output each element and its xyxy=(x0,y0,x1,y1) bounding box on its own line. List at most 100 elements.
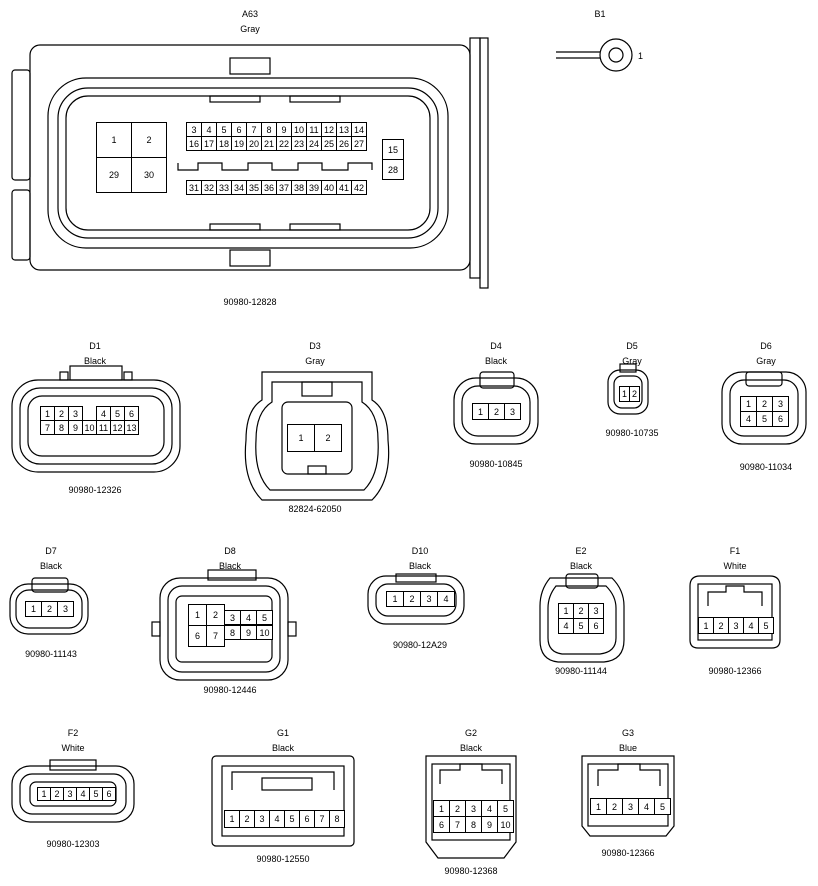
a63-pin: 21 xyxy=(261,136,277,151)
a63-pin: 12 xyxy=(321,122,337,137)
g2-pin: 5 xyxy=(497,800,514,817)
a63-pin: 14 xyxy=(351,122,367,137)
f2-pin: 6 xyxy=(102,787,116,801)
f1-color: White xyxy=(723,561,747,571)
f2-pin: 4 xyxy=(76,787,90,801)
g2-pin: 9 xyxy=(481,816,498,833)
d7-id: D7 xyxy=(45,546,57,556)
g1-pin: 7 xyxy=(314,810,330,828)
f1-pin: 2 xyxy=(713,617,729,634)
d6-pin: 6 xyxy=(772,411,789,427)
g2-id: G2 xyxy=(464,728,477,738)
b1-id: B1 xyxy=(594,9,606,19)
e2-pin: 4 xyxy=(558,618,574,634)
d1-pin: 10 xyxy=(82,420,97,435)
g1-pin: 3 xyxy=(254,810,270,828)
b1-ring-terminal xyxy=(556,38,633,72)
a63-pin: 42 xyxy=(351,180,367,195)
d3-pin: 1 xyxy=(287,424,315,452)
d6-pin: 3 xyxy=(772,396,789,412)
d5-pin: 2 xyxy=(629,386,640,402)
a63-pin: 30 xyxy=(131,157,167,193)
d6-part-number: 90980-11034 xyxy=(739,462,793,472)
d7-pin: 1 xyxy=(25,601,42,617)
a63-pin: 31 xyxy=(186,180,202,195)
g3-part-number: 90980-12366 xyxy=(601,848,655,858)
g2-pin: 6 xyxy=(433,816,450,833)
e2-pin: 2 xyxy=(573,603,589,619)
a63-pin: 1 xyxy=(96,122,132,158)
d5-color: Gray xyxy=(622,356,642,366)
f1-part-number: 90980-12366 xyxy=(708,666,762,676)
g1-pin: 2 xyxy=(239,810,255,828)
d7-pin: 2 xyxy=(41,601,58,617)
d4-housing xyxy=(453,371,539,445)
a63-pin: 19 xyxy=(231,136,247,151)
d8-pin: 5 xyxy=(256,610,273,625)
d8-pin: 4 xyxy=(240,610,257,625)
d10-part-number: 90980-12A29 xyxy=(392,640,448,650)
d4-pin: 1 xyxy=(472,403,489,420)
d3-housing xyxy=(244,371,390,501)
d5-id: D5 xyxy=(626,341,638,351)
d10-housing xyxy=(367,573,465,625)
a63-pin: 6 xyxy=(231,122,247,137)
d8-pin: 10 xyxy=(256,625,273,640)
d1-pin: 5 xyxy=(110,406,125,421)
f2-part-number: 90980-12303 xyxy=(46,839,100,849)
g3-pin: 1 xyxy=(590,798,607,815)
g1-color: Black xyxy=(271,743,294,753)
a63-pin: 2 xyxy=(131,122,167,158)
d10-pin: 4 xyxy=(437,591,455,607)
g1-pin: 5 xyxy=(284,810,300,828)
d1-color: Black xyxy=(83,356,106,366)
f1-pin: 5 xyxy=(758,617,774,634)
a63-pin: 16 xyxy=(186,136,202,151)
d10-pin: 2 xyxy=(403,591,421,607)
g2-color: Black xyxy=(459,743,482,753)
d5-housing xyxy=(607,363,649,415)
f1-pin: 4 xyxy=(743,617,759,634)
a63-pin: 40 xyxy=(321,180,337,195)
g1-pin: 1 xyxy=(224,810,240,828)
g3-housing xyxy=(581,755,675,837)
a63-pin: 25 xyxy=(321,136,337,151)
d1-housing xyxy=(11,365,181,473)
e2-id: E2 xyxy=(575,546,587,556)
g2-pin: 1 xyxy=(433,800,450,817)
d10-id: D10 xyxy=(411,546,429,556)
d3-pin: 2 xyxy=(314,424,342,452)
e2-part-number: 90980-11144 xyxy=(555,666,607,676)
e2-pin: 6 xyxy=(588,618,604,634)
f1-pin: 1 xyxy=(698,617,714,634)
d1-pin: 2 xyxy=(54,406,69,421)
d6-pin: 5 xyxy=(756,411,773,427)
g2-pin: 2 xyxy=(449,800,466,817)
a63-pin: 24 xyxy=(306,136,322,151)
d3-color: Gray xyxy=(305,356,325,366)
d3-id: D3 xyxy=(309,341,321,351)
d6-housing xyxy=(721,371,807,445)
a63-pin: 7 xyxy=(246,122,262,137)
f2-pin: 2 xyxy=(50,787,64,801)
e2-pin: 1 xyxy=(558,603,574,619)
d1-part-number: 90980-12326 xyxy=(68,485,122,495)
a63-pin: 29 xyxy=(96,157,132,193)
a63-pin: 41 xyxy=(336,180,352,195)
d7-housing xyxy=(9,577,89,635)
a63-pin: 8 xyxy=(261,122,277,137)
g2-pin: 10 xyxy=(497,816,514,833)
g1-pin: 8 xyxy=(329,810,345,828)
d8-pin: 8 xyxy=(224,625,241,640)
f1-id: F1 xyxy=(729,546,741,556)
a63-id: A63 xyxy=(241,9,258,19)
a63-pin: 17 xyxy=(201,136,217,151)
g3-pin: 3 xyxy=(622,798,639,815)
f2-pin: 5 xyxy=(89,787,103,801)
b1-pin: 1 xyxy=(638,51,644,61)
a63-pin: 15 xyxy=(382,139,404,160)
a63-pin: 35 xyxy=(246,180,262,195)
a63-pin: 32 xyxy=(201,180,217,195)
